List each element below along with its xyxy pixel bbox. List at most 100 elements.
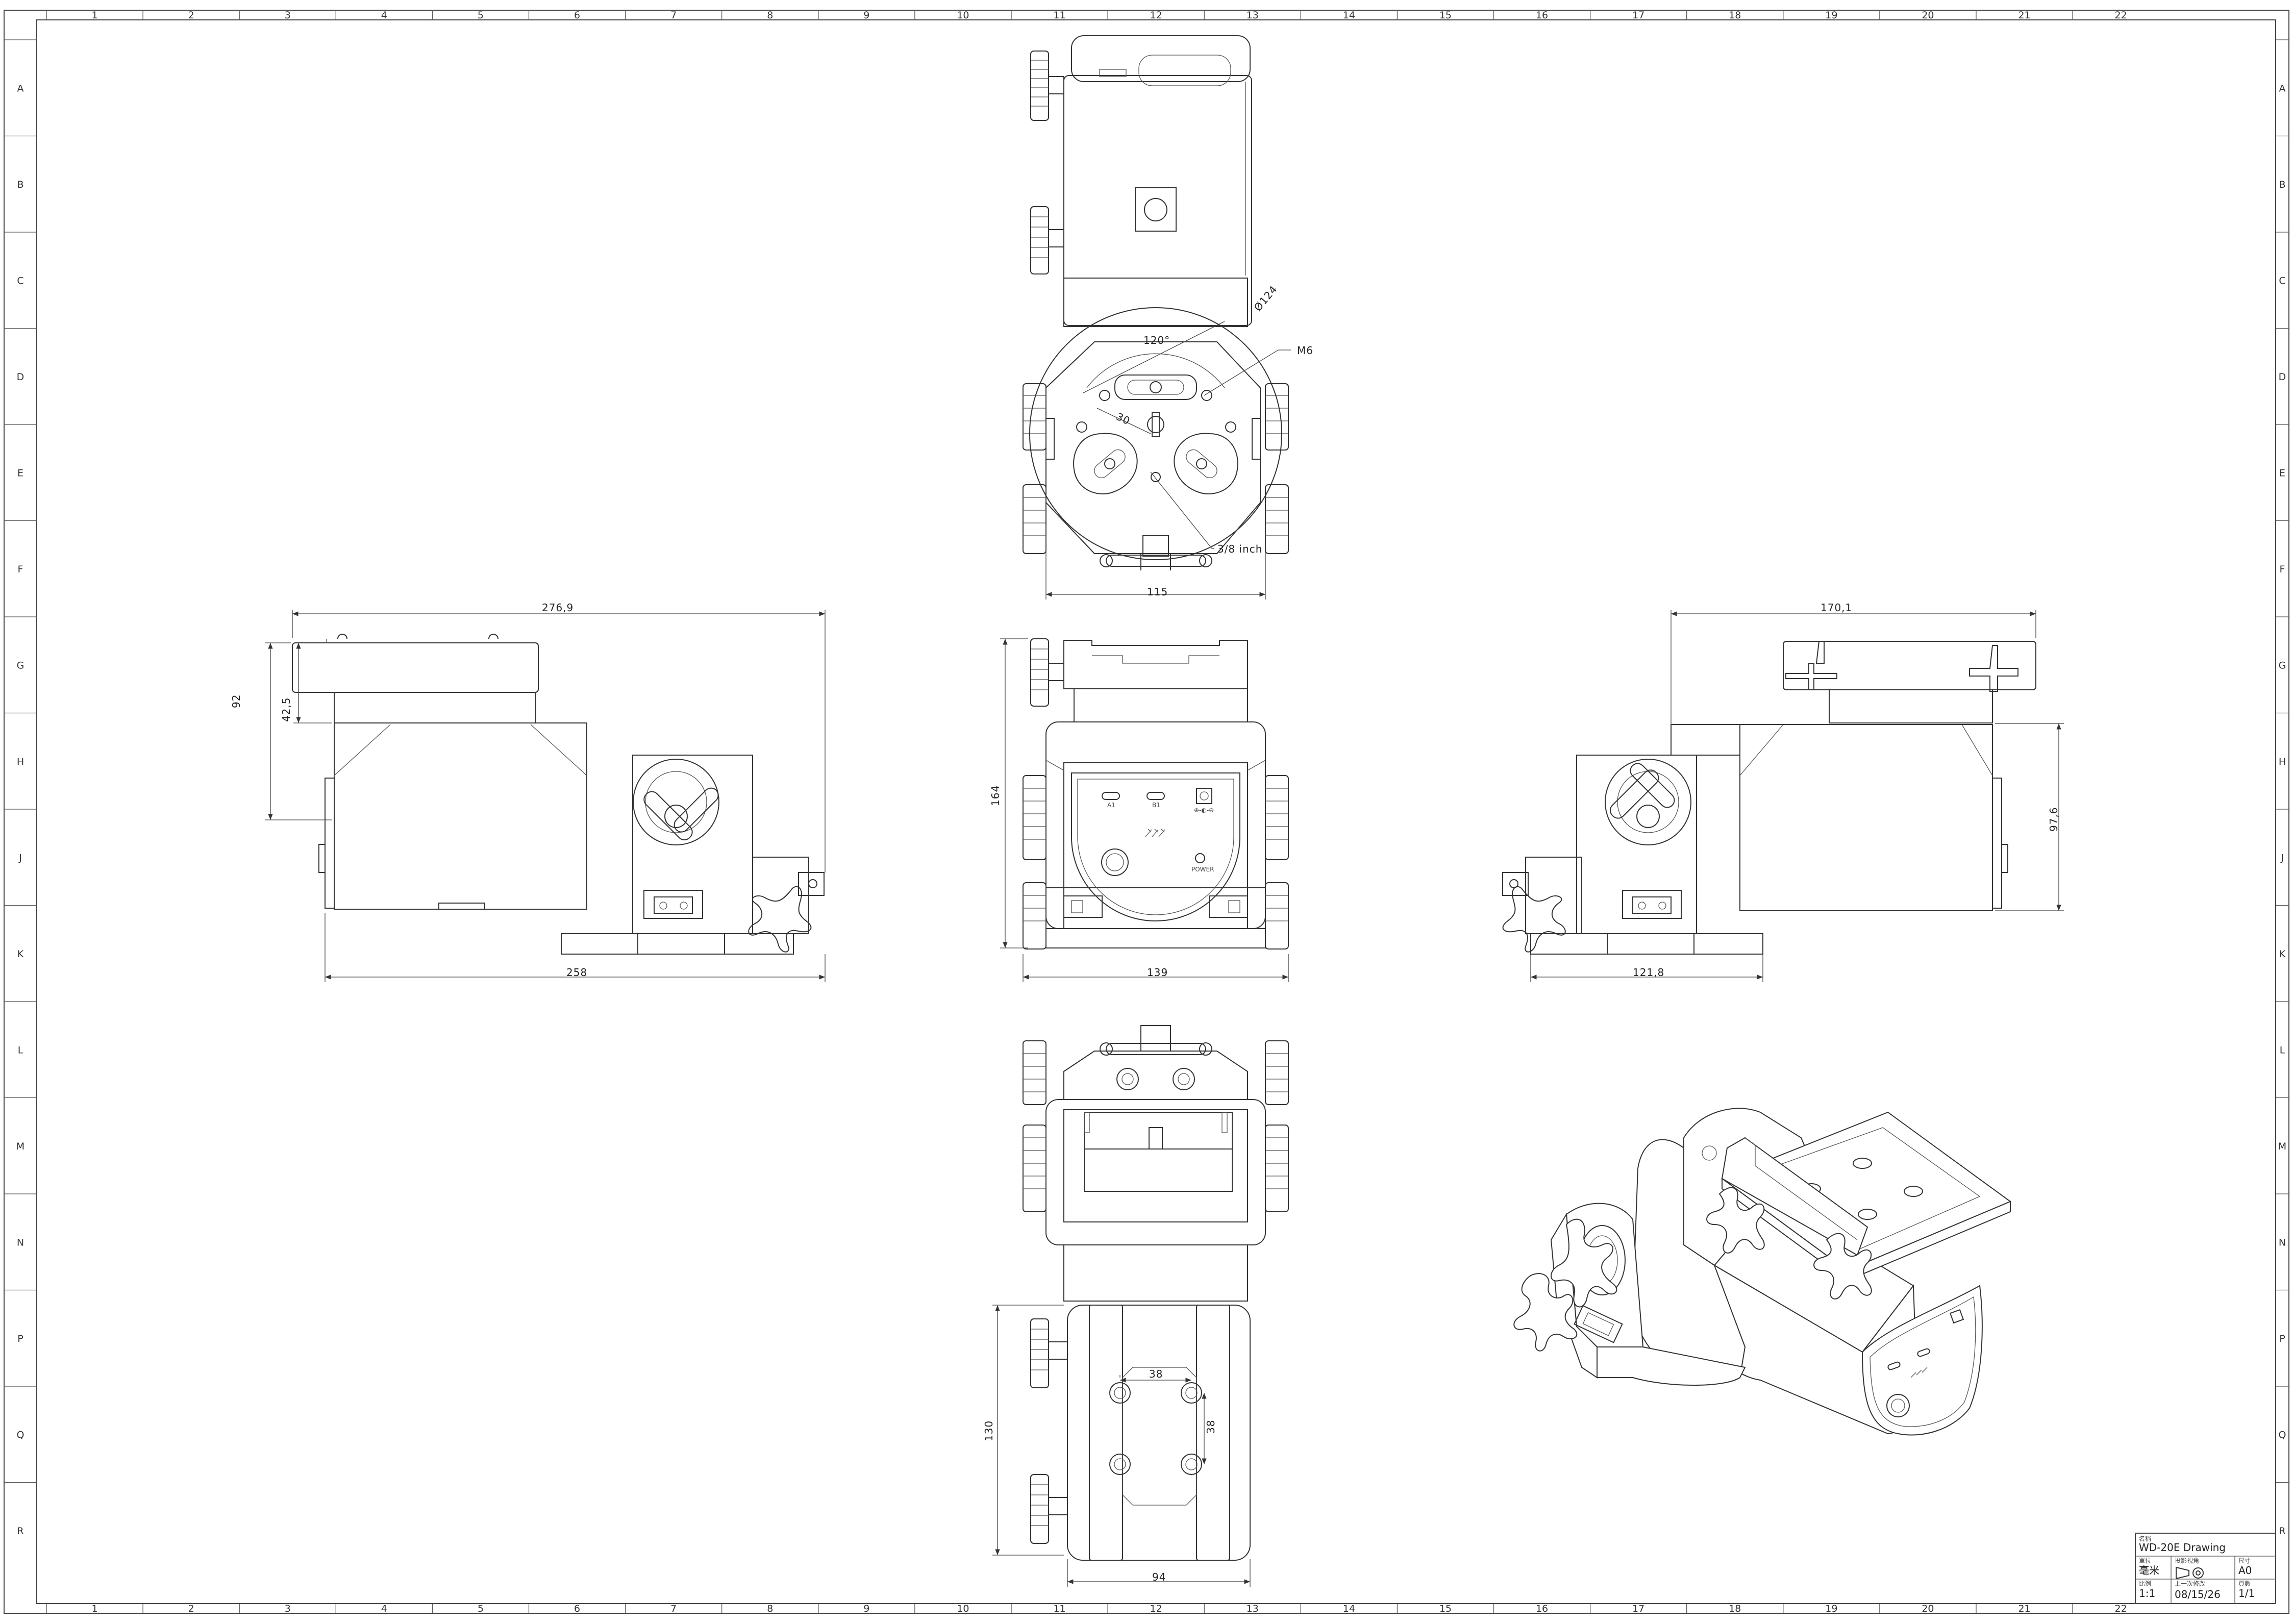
grid-row-label: K xyxy=(17,948,24,960)
grid-column-label: 17 xyxy=(1632,1603,1644,1614)
dim-right-length: 170,1 xyxy=(1821,602,1852,614)
grid-column-label: 18 xyxy=(1729,1603,1741,1614)
knob xyxy=(1023,882,1046,950)
grid-column-label: 9 xyxy=(863,10,869,21)
grid-column-label: 18 xyxy=(1729,10,1741,21)
grid-column-label: 2 xyxy=(188,10,194,21)
title-block-projection-label: 投影視角 xyxy=(2175,1557,2199,1564)
grid-row-label: F xyxy=(18,564,23,575)
grid-column-label: 1 xyxy=(92,10,98,21)
grid-column-label: 16 xyxy=(1536,10,1548,21)
port-a-icon xyxy=(1102,792,1120,800)
knob xyxy=(1023,775,1046,860)
dim-left-base: 258 xyxy=(566,966,587,979)
dim-top-width: 115 xyxy=(1147,586,1168,598)
grid-column-label: 20 xyxy=(1922,10,1934,21)
grid-row-label: N xyxy=(2279,1237,2286,1248)
knob xyxy=(1030,51,1064,121)
dim-right-height: 97,6 xyxy=(2048,807,2060,832)
sheet-frame xyxy=(4,10,2289,1614)
title-block-name-label: 名稱 xyxy=(2139,1535,2151,1542)
grid-column-label: 22 xyxy=(2115,10,2127,21)
projection-symbol-icon xyxy=(2176,1566,2204,1580)
dim-bottom-height: 130 xyxy=(983,1420,995,1441)
port-b-label: B1 xyxy=(1152,802,1160,809)
grid-column-label: 22 xyxy=(2115,1603,2127,1614)
knob xyxy=(1023,1125,1046,1212)
grid-column-label: 21 xyxy=(2018,10,2030,21)
knob xyxy=(1265,383,1289,451)
grid-row-label: A xyxy=(17,83,24,94)
drawing-unit: 毫米 xyxy=(2139,1564,2159,1577)
grid-column-label: 20 xyxy=(1922,1603,1934,1614)
grid-column-label: 13 xyxy=(1247,1603,1259,1614)
grid-column-label: 14 xyxy=(1343,1603,1355,1614)
grid-row-label: A xyxy=(2279,83,2286,94)
grid-column-label: 3 xyxy=(285,10,291,21)
top-view: Ø124 120° M6 30 3/8 inch 115 xyxy=(1023,35,1313,599)
knob xyxy=(1265,1040,1289,1105)
grid-column-label: 14 xyxy=(1343,10,1355,21)
drawing-scale: 1:1 xyxy=(2139,1587,2155,1600)
grid-row-label: C xyxy=(2279,275,2285,286)
knob xyxy=(1023,1040,1046,1105)
grid-column-label: 7 xyxy=(670,1603,677,1614)
title-block-unit-label: 單位 xyxy=(2139,1557,2151,1564)
grid-column-label: 11 xyxy=(1053,10,1065,21)
grid-row-label: K xyxy=(2279,948,2286,960)
grid-column-label: 13 xyxy=(1247,10,1259,21)
grid-column-label: 4 xyxy=(381,10,387,21)
grid-row-label: P xyxy=(17,1333,23,1344)
grid-column-label: 6 xyxy=(574,10,580,21)
drawing-sheet-number: 1/1 xyxy=(2238,1587,2255,1600)
knob xyxy=(1030,206,1064,274)
dim-offset: 30 xyxy=(1114,410,1132,427)
grid-column-label: 5 xyxy=(478,10,484,21)
left-side-view: 276,9 92 42,5 258 xyxy=(230,602,826,982)
dim-bottom-width: 94 xyxy=(1152,1571,1166,1583)
dim-front-width: 139 xyxy=(1147,966,1168,979)
grid-column-label: 1 xyxy=(92,1603,98,1614)
grid-column-label: 10 xyxy=(957,1603,969,1614)
drawing-date: 08/15/26 xyxy=(2175,1588,2221,1601)
grid-row-label: R xyxy=(2279,1526,2285,1537)
grid-row-label: B xyxy=(17,179,23,190)
knob xyxy=(1023,484,1046,554)
bottom-view: 38 38 130 94 xyxy=(983,1025,1289,1587)
grid-column-label: 3 xyxy=(285,1603,291,1614)
grid-row-label: G xyxy=(17,660,24,671)
power-label: ⊕-◐-⊖ xyxy=(1194,807,1214,814)
grid-row-label: R xyxy=(17,1526,23,1537)
dim-bottom-spacing-v: 38 xyxy=(1205,1420,1217,1434)
grid-row-label: L xyxy=(18,1044,23,1056)
dim-bottom-spacing-h: 38 xyxy=(1149,1368,1163,1380)
grid-column-label: 21 xyxy=(2018,1603,2030,1614)
port-b-icon xyxy=(1146,792,1165,800)
dim-angle: 120° xyxy=(1143,334,1170,346)
grid-row-label: Q xyxy=(2279,1429,2286,1440)
tripod-socket-icon xyxy=(1101,848,1129,876)
grid-row-label: G xyxy=(2279,660,2286,671)
knob xyxy=(1265,882,1289,950)
grid-row-label: M xyxy=(2278,1141,2286,1152)
grid-row-label: L xyxy=(2280,1044,2285,1056)
grid-column-label: 16 xyxy=(1536,1603,1548,1614)
dim-left-step: 42,5 xyxy=(280,697,292,722)
grid-row-label: J xyxy=(18,852,22,863)
power-button-icon xyxy=(1195,853,1205,863)
grid-column-label: 8 xyxy=(767,10,773,21)
isometric-view xyxy=(1513,1108,2012,1436)
knob xyxy=(1030,1474,1068,1544)
dim-mount: 3/8 inch xyxy=(1217,543,1262,555)
status-led-icon xyxy=(1145,829,1165,837)
knob xyxy=(1265,775,1289,860)
grid-row-label: D xyxy=(2279,371,2286,383)
dim-thread: M6 xyxy=(1297,344,1313,357)
dim-front-height: 164 xyxy=(989,785,1002,806)
power-jack-icon xyxy=(1196,788,1212,804)
title-block-scale-label: 比例 xyxy=(2139,1580,2151,1587)
dim-diameter: Ø124 xyxy=(1252,283,1280,314)
